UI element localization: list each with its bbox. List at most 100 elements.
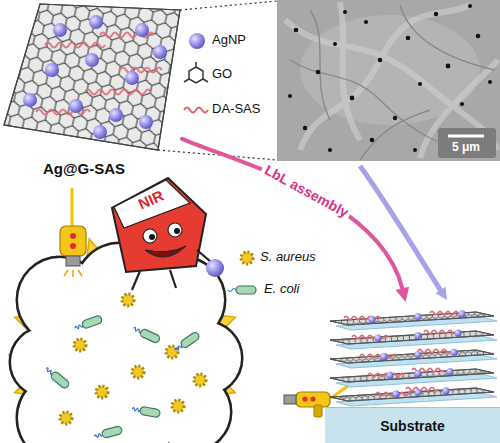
silver-nanoparticle [442, 387, 449, 394]
legend-samples [228, 289, 236, 292]
tem-image [400, 5, 495, 70]
legend-samples [184, 62, 208, 82]
tem-image [378, 58, 383, 63]
tem-image [288, 94, 292, 98]
e-coli-body [50, 371, 70, 390]
bacteria [44, 294, 206, 441]
e-coli-body [180, 331, 201, 349]
go-lattice [330, 350, 494, 363]
silver-nanoparticle [139, 115, 153, 129]
legend-label: E. coli [264, 282, 299, 297]
silver-nanoparticle [23, 93, 37, 107]
tem-image [488, 80, 492, 84]
ray-gun-top [64, 270, 82, 277]
tem-image [294, 28, 299, 33]
ray-gun-bottom [284, 395, 296, 404]
go-layer [330, 388, 494, 401]
e-coli-body [139, 406, 160, 417]
silver-nanoparticle [374, 334, 381, 341]
legend-label: S. aureus [260, 250, 316, 265]
s-aureus [74, 339, 86, 351]
e-coli-body [139, 328, 161, 344]
tem-arrow [360, 166, 447, 300]
flagellum [94, 433, 103, 438]
silver-nanoparticle [414, 351, 421, 358]
graphene-sheet [4, 4, 180, 150]
nir-character [170, 270, 176, 288]
lbl-stack [330, 310, 497, 406]
silver-nanoparticle [135, 23, 149, 37]
tem-image [393, 116, 397, 120]
silver-nanoparticle [93, 125, 107, 139]
silver-nanoparticle [414, 313, 421, 320]
da-sas-chain [368, 373, 404, 376]
ray-gun-top [71, 188, 74, 226]
silver-nanoparticle [450, 349, 457, 356]
s-aureus [166, 346, 178, 358]
nir-character [112, 178, 206, 272]
tem-image [448, 135, 484, 138]
silver-nanoparticle [368, 316, 375, 323]
sheet-lattice [4, 4, 180, 150]
legend-label: DA-SAS [212, 102, 260, 117]
da-sas-chain [85, 90, 151, 95]
nir-character [168, 223, 182, 237]
da-sas-chain [360, 354, 396, 357]
e-coli-body [101, 426, 122, 439]
silver-nanoparticle [458, 310, 465, 317]
silver-nanoparticle [89, 15, 103, 29]
silver-nanoparticle [85, 53, 99, 67]
silver-nanoparticle [53, 23, 67, 37]
s-aureus [60, 412, 72, 424]
ray-gun-bottom [314, 405, 322, 417]
go-layer [330, 350, 494, 363]
tem-image [290, 60, 460, 150]
tem-image [360, 110, 430, 160]
tem-arrow [360, 166, 441, 291]
da-sas-chain [352, 335, 388, 338]
da-sas-chain [120, 68, 162, 73]
tem-image [413, 148, 417, 152]
tem-image [303, 126, 307, 130]
s-aureus [172, 400, 184, 412]
s-aureus [96, 386, 108, 398]
zoom-lines [180, 1, 277, 10]
ray-gun-top [60, 188, 86, 277]
da-sas-chain [406, 387, 438, 390]
tem-image [333, 42, 337, 46]
silver-nanoparticle [125, 71, 139, 85]
cloud-fill [60, 300, 180, 420]
ray-gun-top [60, 226, 86, 256]
ray-gun-bottom [302, 396, 307, 401]
tem-image [420, 60, 498, 158]
legend-label: GO [212, 67, 232, 82]
tem-image [277, 0, 500, 161]
tem-image [446, 64, 451, 69]
nir-character [132, 271, 140, 290]
e-coli [132, 325, 161, 344]
e-coli [173, 331, 201, 354]
scale-bar-label: 5 μm [452, 141, 480, 155]
tem-image [340, 2, 360, 140]
tem-image [468, 4, 472, 8]
s-aureus [194, 374, 206, 386]
silver-nanoparticle [69, 99, 83, 113]
silver-nanoparticle [454, 330, 461, 337]
silver-nanoparticle [414, 389, 421, 396]
cloud-outline [60, 300, 180, 420]
substrate-band: Substrate [325, 407, 500, 443]
tem-image [328, 148, 332, 152]
sheet-base [4, 4, 180, 150]
substrate-node: Substrate [322, 302, 500, 443]
legend-samples [189, 67, 203, 83]
tem-image [364, 20, 368, 24]
da-sas-chain [45, 43, 105, 48]
nir-character [114, 180, 190, 228]
nir-character [174, 228, 180, 234]
explosion-cloud [11, 244, 241, 443]
nir-character [206, 259, 224, 277]
connector-line [182, 139, 402, 289]
s-aureus [122, 294, 134, 306]
go-lattice [330, 331, 494, 344]
go-layer [330, 331, 494, 344]
